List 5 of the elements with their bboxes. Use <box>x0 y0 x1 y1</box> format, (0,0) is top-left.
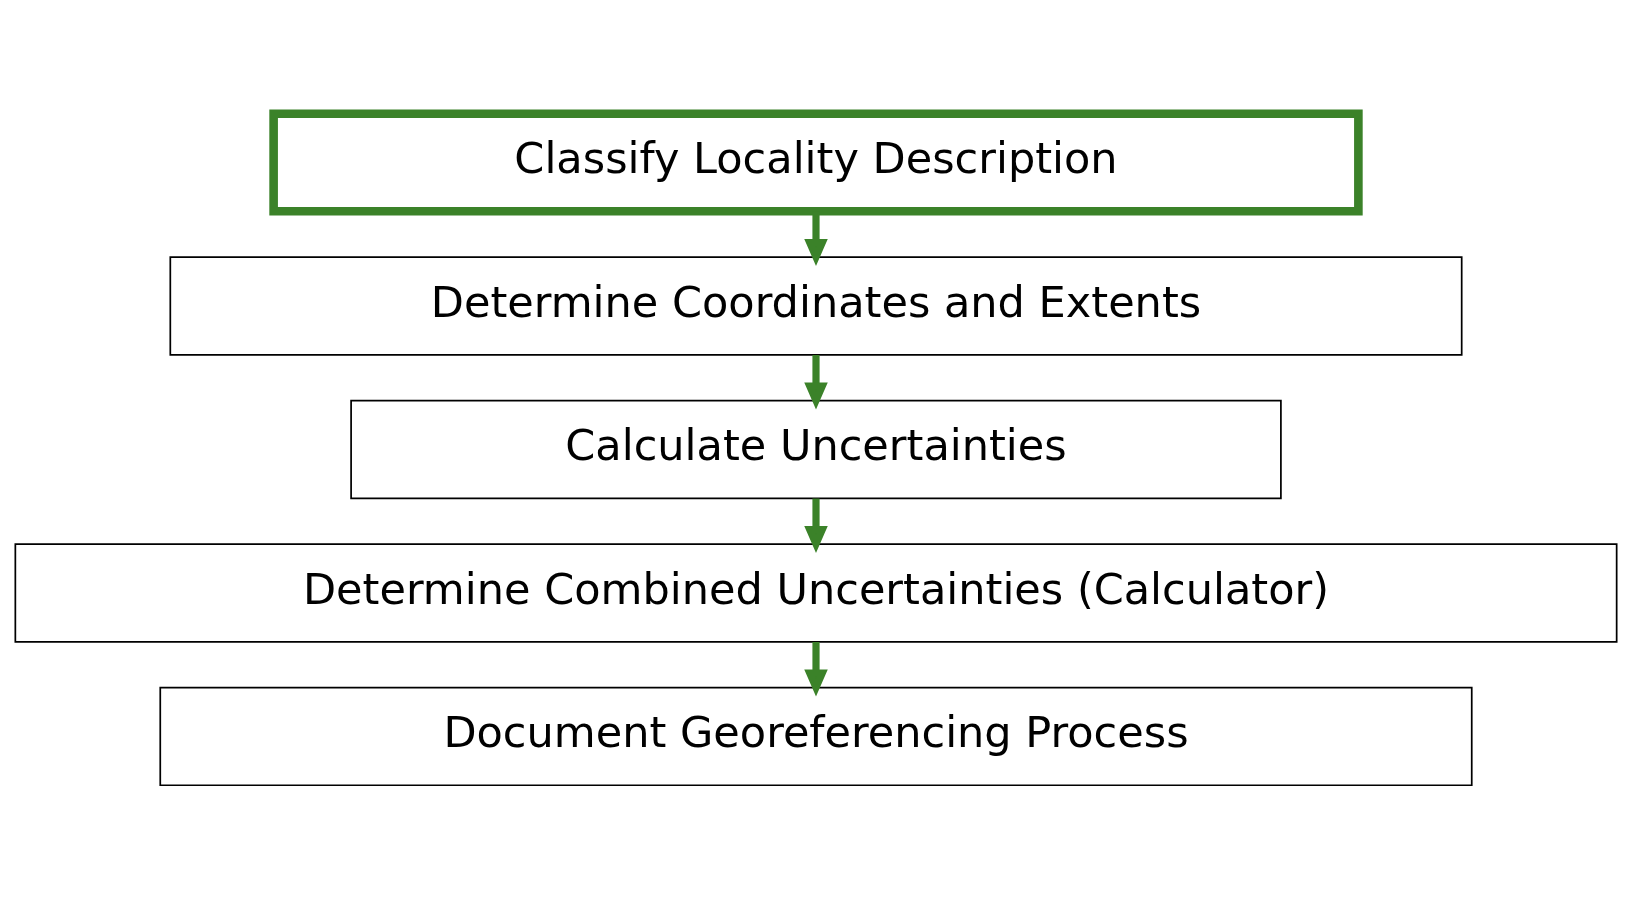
node-box: Calculate Uncertainties <box>349 399 1282 500</box>
node-box: Document Georeferencing Process <box>158 686 1473 787</box>
node-box: Determine Combined Uncertainties (Calculator) <box>14 543 1617 643</box>
node-box: Classify Locality Description <box>268 109 1363 216</box>
node-box: Determine Coordinates and Extents <box>168 256 1463 356</box>
